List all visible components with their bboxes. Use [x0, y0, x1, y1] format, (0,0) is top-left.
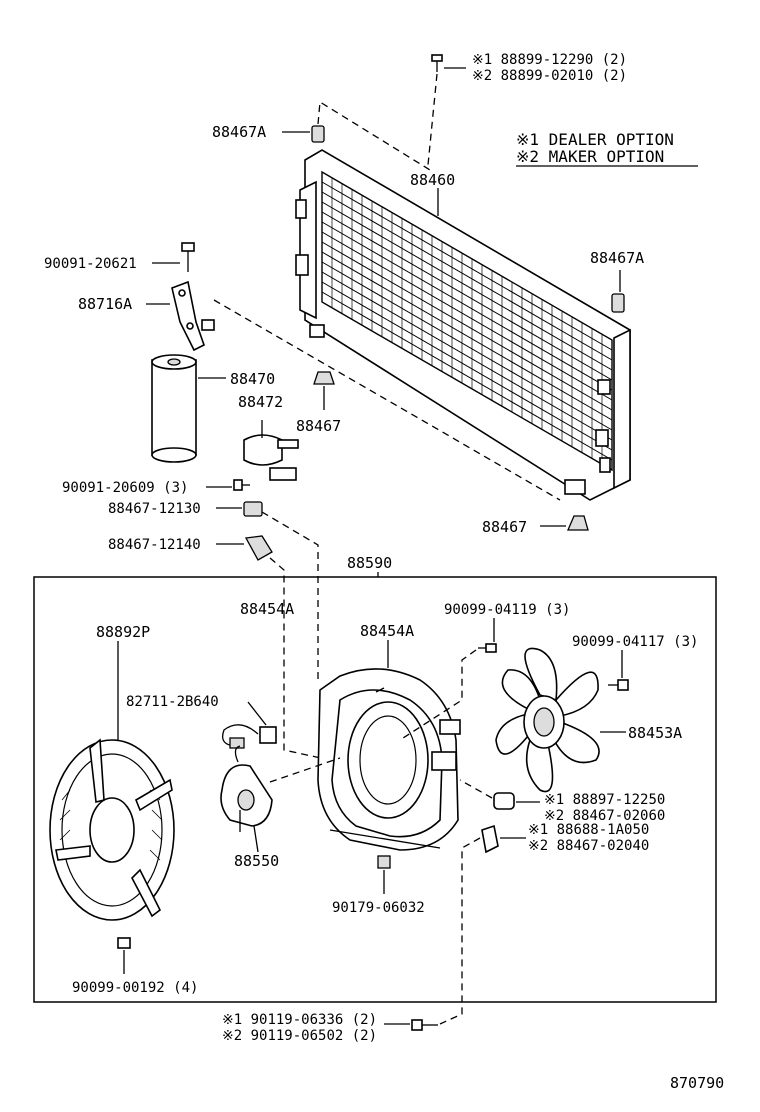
clip-icon	[481, 824, 499, 854]
bolt-04117-icon	[608, 679, 629, 691]
bolt-20609-icon	[233, 479, 250, 491]
leader-motor-88550	[253, 825, 259, 853]
label-bolt-bottom-2: ※2 90119-06502 (2)	[222, 1028, 377, 1044]
label-bracket: 88716A	[78, 295, 132, 313]
nut-icon	[493, 792, 515, 810]
cushion-12140-icon	[244, 535, 273, 561]
diagram-number: 870790	[670, 1074, 724, 1092]
bracket-88472-icon	[243, 420, 299, 481]
label-bolt-04117: 90099-04117 (3)	[572, 634, 698, 650]
dash-cushion-12130	[261, 511, 319, 680]
label-receiver: 88470	[230, 370, 275, 388]
label-bolt-bottom-1: ※1 90119-06336 (2)	[222, 1012, 377, 1028]
cushion-bottom-icon	[567, 515, 589, 531]
label-bracket-88472: 88472	[238, 393, 283, 411]
bolt-bottom-icon	[411, 1019, 438, 1031]
shroud-icon	[317, 668, 461, 851]
label-bolt-20609: 90091-20609 (3)	[62, 480, 188, 496]
bolt-top-icon	[431, 54, 443, 72]
motor-88892p-icon	[49, 738, 175, 921]
dash-receiver	[213, 299, 561, 501]
connector-icon	[221, 724, 277, 749]
condenser-icon	[295, 149, 631, 501]
motor-88550-icon	[220, 745, 273, 832]
label-cushion-a-right: 88467A	[590, 249, 644, 267]
label-motor-88550: 88550	[234, 852, 279, 870]
label-cushion-12130: 88467-12130	[108, 501, 201, 517]
label-nut-2: ※2 88467-02060	[544, 808, 665, 824]
bolt-04119-icon	[478, 643, 497, 653]
label-bolt-top-1: ※1 88899-12290 (2)	[472, 52, 627, 68]
dash-clip	[439, 837, 481, 1025]
receiver-icon	[151, 354, 197, 463]
cushion-right-icon	[611, 293, 625, 313]
label-condenser: 88460	[410, 171, 455, 189]
label-clip-2: ※2 88467-02040	[528, 838, 649, 854]
leader-connector	[247, 701, 267, 726]
cushion-12130-icon	[243, 501, 263, 517]
label-bolt-04119: 90099-04119 (3)	[444, 602, 570, 618]
label-fan: 88453A	[628, 724, 682, 742]
dash-motor	[269, 757, 341, 783]
cushion-mid-icon	[313, 371, 335, 385]
label-bolt-06032: 90179-06032	[332, 900, 425, 916]
label-shroud-center: 88454A	[360, 622, 414, 640]
dash-cushion-top	[317, 100, 431, 171]
dash-bolt-04119	[399, 649, 477, 741]
fan-assy-box	[33, 576, 717, 1003]
label-bolt-20621: 90091-20621	[44, 256, 137, 272]
label-clip-1: ※1 88688-1A050	[528, 822, 649, 838]
label-nut-1: ※1 88897-12250	[544, 792, 665, 808]
label-fan-assy: 88590	[347, 554, 392, 572]
cushion-top-icon	[311, 125, 325, 143]
label-cushion-12140: 88467-12140	[108, 537, 201, 553]
bolt-00192-icon	[117, 937, 131, 949]
dash-bolt-top	[427, 73, 438, 166]
label-bolt-00192: 90099-00192 (4)	[72, 980, 198, 996]
label-cushion-a-top: 88467A	[212, 123, 266, 141]
dash-cushion-12140	[269, 557, 331, 761]
note-dealer-option: ※1 DEALER OPTION	[516, 130, 674, 149]
fan-icon	[495, 647, 600, 793]
bracket-88716a-icon	[171, 280, 215, 352]
note-maker-option: ※2 MAKER OPTION	[516, 147, 664, 166]
bolt-06032-icon	[377, 855, 391, 869]
label-shroud-left: 88454A	[240, 600, 294, 618]
bolt-20621-icon	[181, 242, 195, 272]
label-connector: 82711-2B640	[126, 694, 219, 710]
dash-nut	[459, 779, 493, 799]
label-motor-88892p: 88892P	[96, 623, 150, 641]
label-cushion-mid: 88467	[296, 417, 341, 435]
label-bolt-top-2: ※2 88899-02010 (2)	[472, 68, 627, 84]
label-cushion-bottom: 88467	[482, 518, 527, 536]
